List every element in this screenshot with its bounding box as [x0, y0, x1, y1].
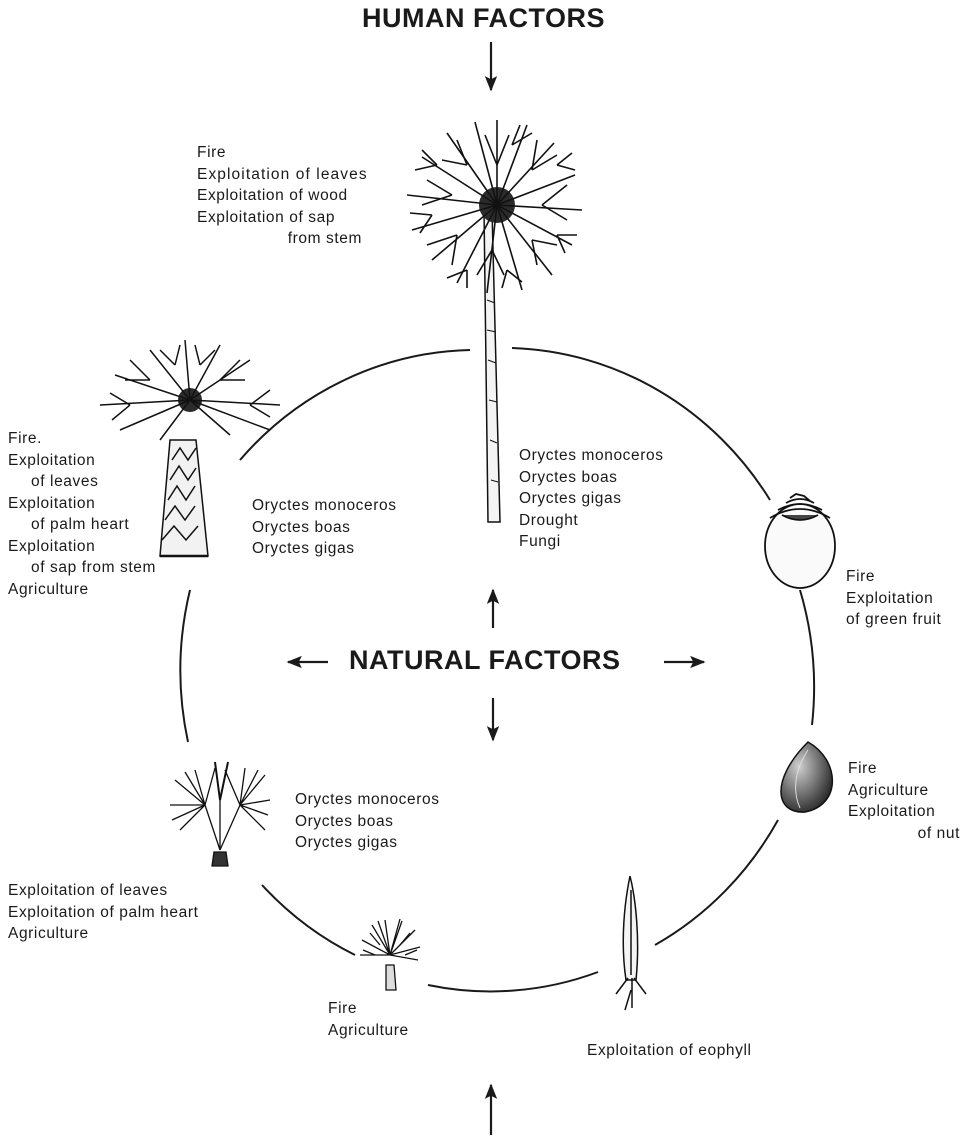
adult-natural-factors: Oryctes monoceros Oryctes boas Oryctes g…	[519, 445, 664, 553]
green-fruit-icon	[765, 494, 835, 588]
juvenile-human-line-2: Exploitation of palm heart	[8, 902, 199, 924]
nut-line-1: Fire	[848, 758, 960, 780]
young-human-line-6: Exploitation	[8, 536, 156, 558]
adult-human-line-1: Fire	[197, 142, 387, 164]
young-human-line-5: of palm heart	[8, 514, 156, 536]
adult-natural-line-4: Drought	[519, 510, 664, 532]
adult-human-line-2: Exploitation of leaves	[197, 164, 387, 186]
adult-natural-line-3: Oryctes gigas	[519, 488, 664, 510]
adult-human-line-4: Exploitation of sap	[197, 207, 387, 229]
young-natural-line-3: Oryctes gigas	[252, 538, 397, 560]
young-natural-line-1: Oryctes monoceros	[252, 495, 397, 517]
juvenile-natural-line-1: Oryctes monoceros	[295, 789, 440, 811]
nut-line-4: of nut	[848, 823, 960, 845]
young-human-line-1: Fire.	[8, 428, 156, 450]
adult-natural-line-2: Oryctes boas	[519, 467, 664, 489]
eophyll-icon	[616, 876, 646, 1010]
young-human-line-7: of sap from stem	[8, 557, 156, 579]
cycle-arc-bottom-left	[262, 885, 355, 955]
juvenile-natural-line-3: Oryctes gigas	[295, 832, 440, 854]
juvenile-human-factors: Exploitation of leaves Exploitation of p…	[8, 880, 199, 945]
adult-natural-line-5: Fungi	[519, 531, 664, 553]
cycle-arc-right	[800, 590, 814, 725]
adult-natural-line-1: Oryctes monoceros	[519, 445, 664, 467]
young-human-line-8: Agriculture	[8, 579, 156, 601]
cycle-arc-left	[180, 590, 190, 742]
juvenile-palm-icon	[170, 762, 270, 866]
eophyll-line-1: Exploitation of eophyll	[587, 1040, 752, 1062]
green-fruit-line-2: Exploitation	[846, 588, 941, 610]
nut-line-3: Exploitation	[848, 801, 960, 823]
natural-factors-title: NATURAL FACTORS	[349, 645, 621, 676]
juvenile-natural-line-2: Oryctes boas	[295, 811, 440, 833]
young-natural-line-2: Oryctes boas	[252, 517, 397, 539]
human-factors-title: HUMAN FACTORS	[362, 3, 605, 34]
young-human-line-3: of leaves	[8, 471, 156, 493]
nut-line-2: Agriculture	[848, 780, 960, 802]
seedling-human-factors: Fire Agriculture	[328, 998, 409, 1041]
green-fruit-line-3: of green fruit	[846, 609, 941, 631]
young-human-line-4: Exploitation	[8, 493, 156, 515]
young-natural-factors: Oryctes monoceros Oryctes boas Oryctes g…	[252, 495, 397, 560]
nut-icon	[781, 742, 832, 812]
adult-human-line-3: Exploitation of wood	[197, 185, 387, 207]
adult-human-factors: Fire Exploitation of leaves Exploitation…	[197, 142, 387, 250]
seedling-line-2: Agriculture	[328, 1020, 409, 1042]
nut-human-factors: Fire Agriculture Exploitation of nut	[848, 758, 960, 844]
juvenile-human-line-1: Exploitation of leaves	[8, 880, 199, 902]
seedling-icon	[360, 919, 420, 990]
young-human-line-2: Exploitation	[8, 450, 156, 472]
green-fruit-human-factors: Fire Exploitation of green fruit	[846, 566, 941, 631]
green-fruit-line-1: Fire	[846, 566, 941, 588]
adult-human-line-5: from stem	[197, 228, 387, 250]
cycle-arc-bottom	[428, 972, 598, 991]
cycle-arc-bottom-right	[655, 820, 778, 945]
seedling-line-1: Fire	[328, 998, 409, 1020]
young-human-factors: Fire. Exploitation of leaves Exploitatio…	[8, 428, 156, 600]
eophyll-human-factors: Exploitation of eophyll	[587, 1040, 752, 1062]
juvenile-human-line-3: Agriculture	[8, 923, 199, 945]
juvenile-natural-factors: Oryctes monoceros Oryctes boas Oryctes g…	[295, 789, 440, 854]
